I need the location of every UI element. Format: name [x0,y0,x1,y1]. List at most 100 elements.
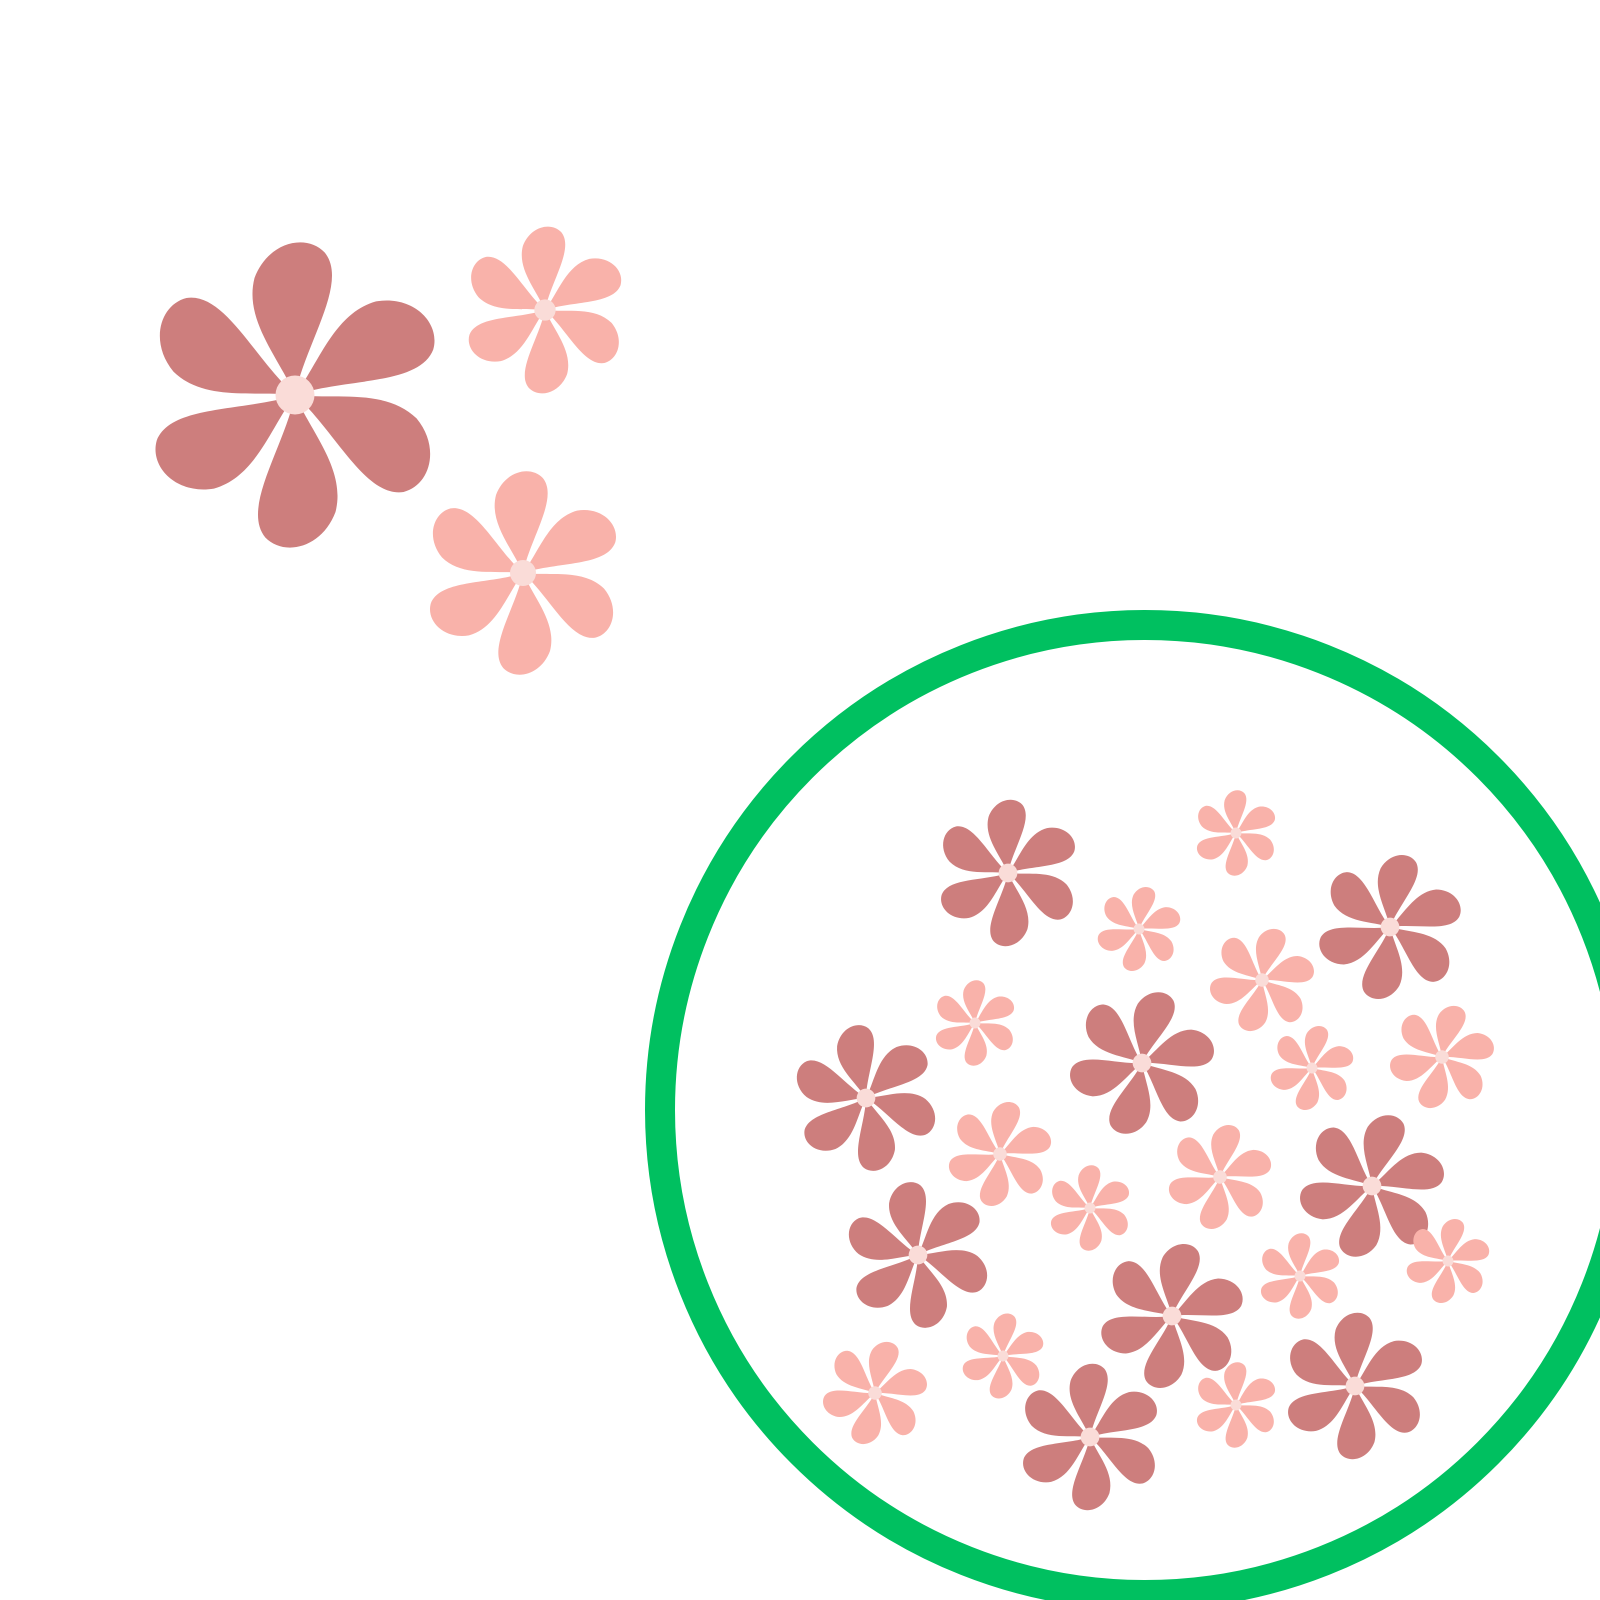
flower-petal [494,471,548,573]
flower-petal [429,573,523,636]
flower-petal [1448,1239,1490,1261]
flower-center [908,1245,928,1265]
flower-petal [159,297,295,395]
flower-center [510,560,536,586]
flower-petal [1210,977,1262,1005]
flower-petal [1362,927,1403,999]
flower-petal [155,395,295,490]
circle-flower-large [848,1182,988,1328]
circle-flower-small [1406,1219,1490,1303]
flower-petal [1288,1386,1355,1432]
flower-petal [851,1393,881,1445]
flower-petal [1256,928,1286,980]
flower-petal [937,995,975,1023]
flower-petal [1260,1276,1300,1303]
flower-petal [1079,1208,1102,1251]
flower-petal [987,799,1026,873]
flower-petal [1090,1208,1128,1236]
flower-petal [1339,1186,1381,1257]
flower-center [998,863,1018,883]
flower-petal [1288,1233,1311,1276]
flower-petal [1112,1261,1172,1316]
legend-flower-small [468,226,622,394]
flower-petal [1172,1316,1232,1371]
flower-petal [1104,896,1139,929]
flower-petal [875,1393,916,1436]
flower-center [1230,1399,1242,1411]
flower-petal [1401,1014,1442,1057]
flower-petal [869,1341,899,1393]
flower-center [1255,973,1269,987]
flower-petal [1372,1152,1444,1190]
flower-petal [1330,872,1390,927]
flower-petal [1101,1316,1172,1354]
circle-flower-large [1070,992,1214,1134]
flower-petal [1090,1391,1157,1437]
flower-center [1362,1176,1382,1196]
flower-petal [1169,1177,1220,1205]
flower-center [856,1088,876,1108]
flower-petal [1211,1125,1241,1177]
flower-petal [966,1326,1003,1356]
flower-petal [1225,833,1248,876]
circle-flower-small [1390,1005,1494,1109]
flower-petal [856,1255,918,1308]
flower-center [1162,1306,1182,1326]
circle-flower-large [941,799,1075,947]
flower-petal [1172,1278,1243,1316]
flower-petal [1196,1405,1236,1432]
flower-petal [1142,1063,1199,1122]
flower-petal [1262,955,1314,983]
flower-petal [804,1098,866,1151]
flower-petal [1225,1405,1248,1448]
flower-petal [935,1023,975,1050]
circle-flower-small [1260,1233,1340,1319]
flower-petal [962,1356,1003,1381]
flower-petal [964,1023,987,1066]
flower-petal [1236,806,1276,833]
flower-petal [1312,1046,1354,1068]
circle-flower-large [796,1025,936,1171]
flower-petal [1139,907,1181,929]
flower-petal [963,980,986,1023]
circle-flower-small [1210,928,1314,1032]
set-circle [645,610,1600,1600]
flower-petal [1003,1356,1040,1386]
flower-petal [1090,1181,1130,1208]
flower-petal [918,1202,980,1255]
flower-petal [521,226,566,310]
flower-petal [1220,1149,1271,1177]
flower-petal [1050,1208,1090,1235]
flower-petal [1023,1437,1090,1483]
flower-petal [1052,1180,1090,1208]
flower-petal [1025,1390,1090,1437]
flower-petal [1196,833,1236,860]
flower-petal [1363,1115,1405,1186]
flower-center [997,1350,1009,1362]
flower-petal [1090,1437,1155,1484]
flower-petal [957,1114,1000,1154]
flower-petal [1236,1378,1276,1405]
flower-petal [257,395,338,548]
flower-petal [523,573,613,638]
flower-petal [991,1102,1021,1154]
flower-center [1345,1376,1365,1396]
flower-center [1080,1427,1100,1447]
flower-petal [523,510,617,573]
flower-petal [1262,980,1303,1023]
circle-flowers [796,790,1494,1511]
flower-petal [1008,827,1075,873]
flower-center [1442,1255,1454,1267]
flower-petal [1220,1177,1263,1217]
flower-petal [823,1390,875,1418]
circle-flower-small [962,1313,1044,1399]
flower-petal [875,1368,927,1396]
flower-petal [1270,1068,1312,1090]
flower-petal [1069,1363,1108,1437]
flower-petal [1448,1261,1483,1294]
flower-petal [1131,887,1156,929]
flower-petal [943,826,1008,873]
flower-petal [1122,929,1147,971]
flower-petal [1003,1331,1044,1356]
